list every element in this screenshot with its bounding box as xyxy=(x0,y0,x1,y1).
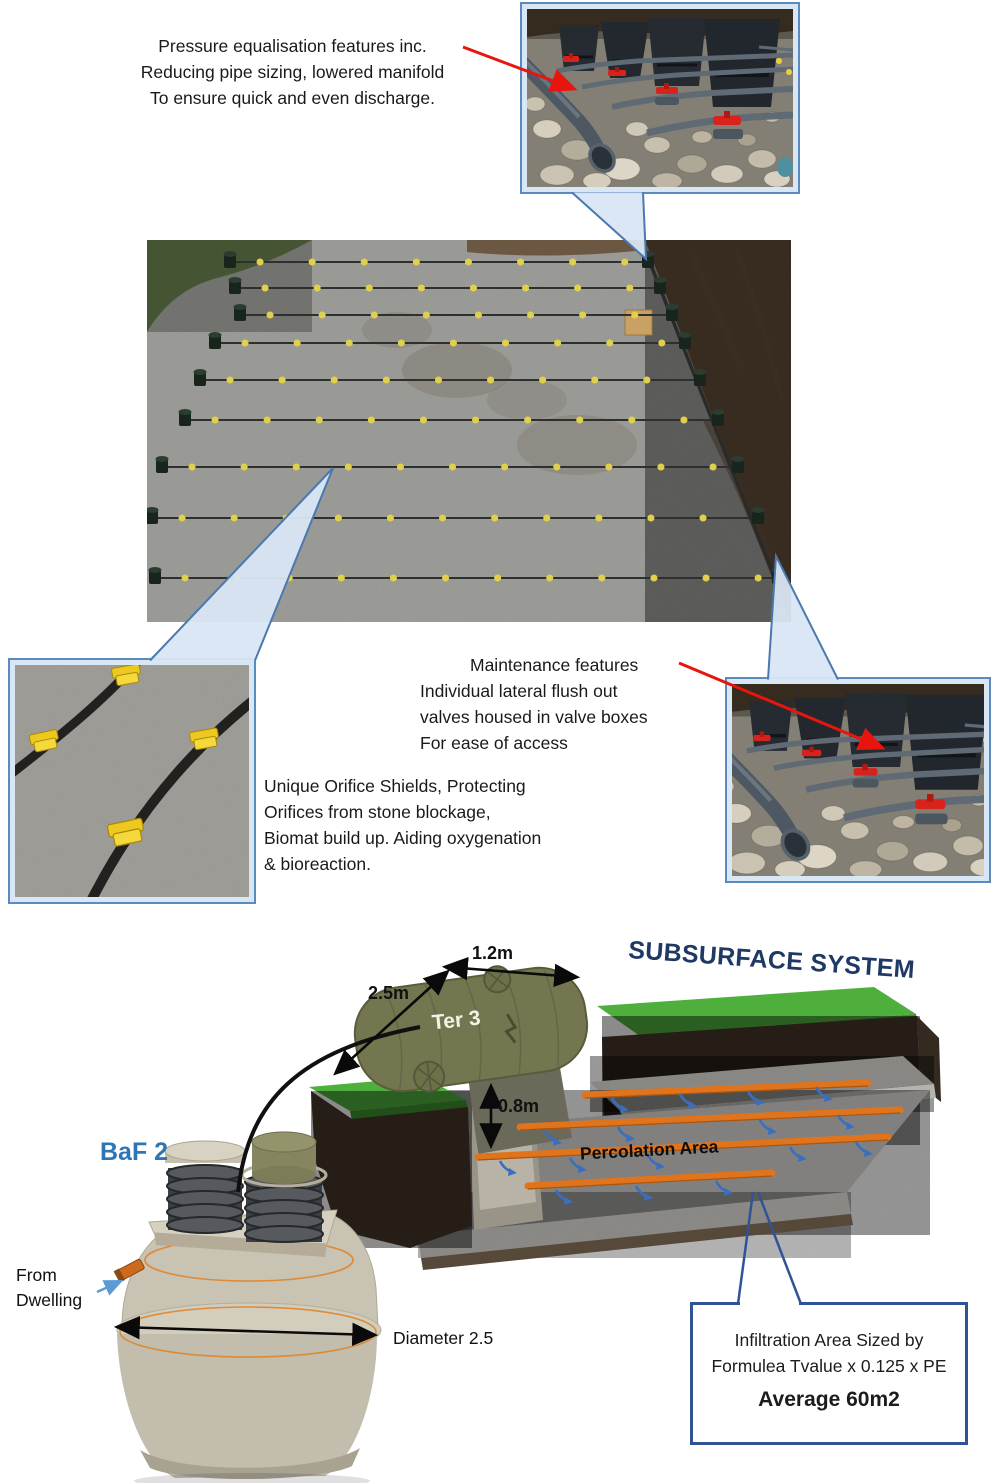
dim-arrow-diameter xyxy=(113,1315,379,1347)
note-line: To ensure quick and even discharge. xyxy=(149,88,436,108)
note-line: For ease of access xyxy=(420,733,568,753)
dim-arrow-1-2m xyxy=(441,956,581,988)
wet-patches xyxy=(362,312,637,475)
manifold-photo-art xyxy=(527,9,793,187)
note-line: & bioreaction. xyxy=(264,854,372,874)
cardboard-box xyxy=(624,309,653,336)
lateral-pipe-b xyxy=(87,697,249,897)
note-line: Maintenance features xyxy=(470,655,639,675)
grass-strip-right xyxy=(597,987,916,1036)
orifice-photo-art xyxy=(15,665,249,897)
subsurface-system-diagram xyxy=(96,956,941,1483)
note-line: valves housed in valve boxes xyxy=(420,707,648,727)
note-line: Individual lateral flush out xyxy=(420,681,618,701)
baf2-shadow xyxy=(134,1473,370,1483)
from-dwelling-label: From Dwelling xyxy=(16,1263,82,1313)
percolation-pipes xyxy=(474,1079,904,1190)
dim-label-2-5m: 2.5m xyxy=(368,983,410,1003)
lid-handle xyxy=(504,1013,518,1044)
orifice-shield-dots xyxy=(178,258,782,582)
riser-lid xyxy=(164,1140,246,1162)
note-line: Pressure equalisation features inc. xyxy=(158,36,427,56)
photo-manifold-top xyxy=(520,2,800,194)
note-line: Orifices from stone blockage, xyxy=(264,802,491,822)
baf2-bottom-rim xyxy=(140,1448,360,1480)
dim-label-1-2m: 1.2m xyxy=(472,943,514,963)
riser-cap xyxy=(251,1131,317,1153)
dim-label-0-8m: 0.8m xyxy=(498,1096,540,1116)
infiltration-callout-box: Infiltration Area Sized by Formulea Tval… xyxy=(690,1302,968,1445)
note-pressure-equalisation: Pressure equalisation features inc. Redu… xyxy=(115,33,470,111)
photo-percolation-bed xyxy=(145,240,791,627)
infiltration-line: Infiltration Area Sized by xyxy=(734,1330,924,1350)
flushout-photo-art xyxy=(732,684,984,876)
inlet-pipe-stub xyxy=(113,1258,145,1283)
ter3-label: Ter 3 xyxy=(430,1006,482,1035)
baf2-label: BaF 2 xyxy=(100,1138,169,1166)
photo-flushout-valves xyxy=(725,677,991,883)
note-line: Unique Orifice Shields, Protecting xyxy=(264,776,526,796)
from-dwelling-line: Dwelling xyxy=(16,1290,83,1310)
baf2-lower-body xyxy=(117,1334,377,1478)
note-maintenance: Maintenance features Individual lateral … xyxy=(420,652,710,756)
infiltration-average: Average 60m2 xyxy=(758,1388,900,1411)
dimension-arrows xyxy=(113,956,581,1347)
note-line: Reducing pipe sizing, lowered manifold xyxy=(140,62,445,82)
note-orifice-shields: Unique Orifice Shields, Protecting Orifi… xyxy=(264,773,624,877)
dim-arrow-2-5m xyxy=(333,969,450,1076)
from-dwelling-line: From xyxy=(16,1265,57,1285)
photo-orifice-shields xyxy=(8,658,256,904)
grass-patch-edge xyxy=(350,1100,468,1121)
baf2-top-slab-side xyxy=(154,1233,327,1257)
note-line: Biomat build up. Aiding oxygenation xyxy=(264,828,542,848)
percolation-photo-art xyxy=(145,240,791,622)
from-dwelling-arrow xyxy=(96,1280,124,1296)
baf2-riser-left xyxy=(164,1140,246,1234)
diameter-label: Diameter 2.5 xyxy=(393,1328,494,1348)
infiltration-line: Formulea Tvalue x 0.125 x PE xyxy=(711,1356,947,1376)
baf2-riser-right xyxy=(240,1131,328,1243)
